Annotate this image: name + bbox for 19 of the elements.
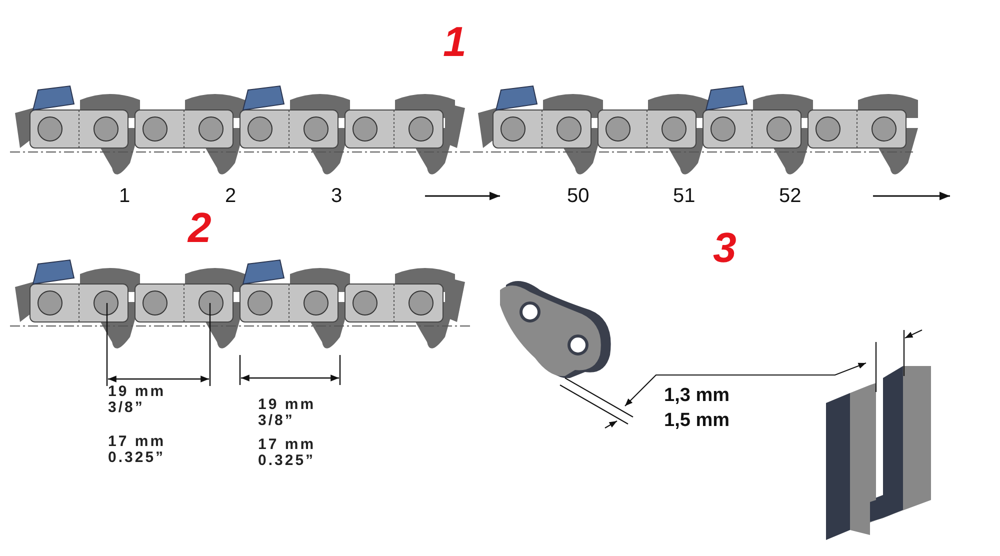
link-count-label: 51 bbox=[673, 186, 696, 206]
dimension-label: 19 mm bbox=[258, 397, 316, 412]
section-number: 2 bbox=[188, 207, 212, 249]
link-count-label: 52 bbox=[779, 186, 802, 206]
dimension-label: 17 mm bbox=[108, 434, 166, 449]
dimension-label: 3/8” bbox=[108, 400, 144, 415]
dimension-label: 1,3 mm bbox=[664, 386, 730, 405]
section-number: 1 bbox=[443, 21, 466, 63]
dimension-label: 0.325” bbox=[108, 450, 166, 465]
dimension-label: 19 mm bbox=[108, 384, 166, 399]
link-count-label: 3 bbox=[331, 186, 342, 206]
dimension-label: 3/8” bbox=[258, 413, 294, 428]
link-count-label: 1 bbox=[119, 186, 130, 206]
dimension-label: 0.325” bbox=[258, 453, 316, 468]
section-number: 3 bbox=[713, 227, 736, 269]
link-count-label: 50 bbox=[567, 186, 590, 206]
dimension-label: 1,5 mm bbox=[664, 411, 730, 430]
link-count-label: 2 bbox=[225, 186, 236, 206]
dimension-label: 17 mm bbox=[258, 437, 316, 452]
